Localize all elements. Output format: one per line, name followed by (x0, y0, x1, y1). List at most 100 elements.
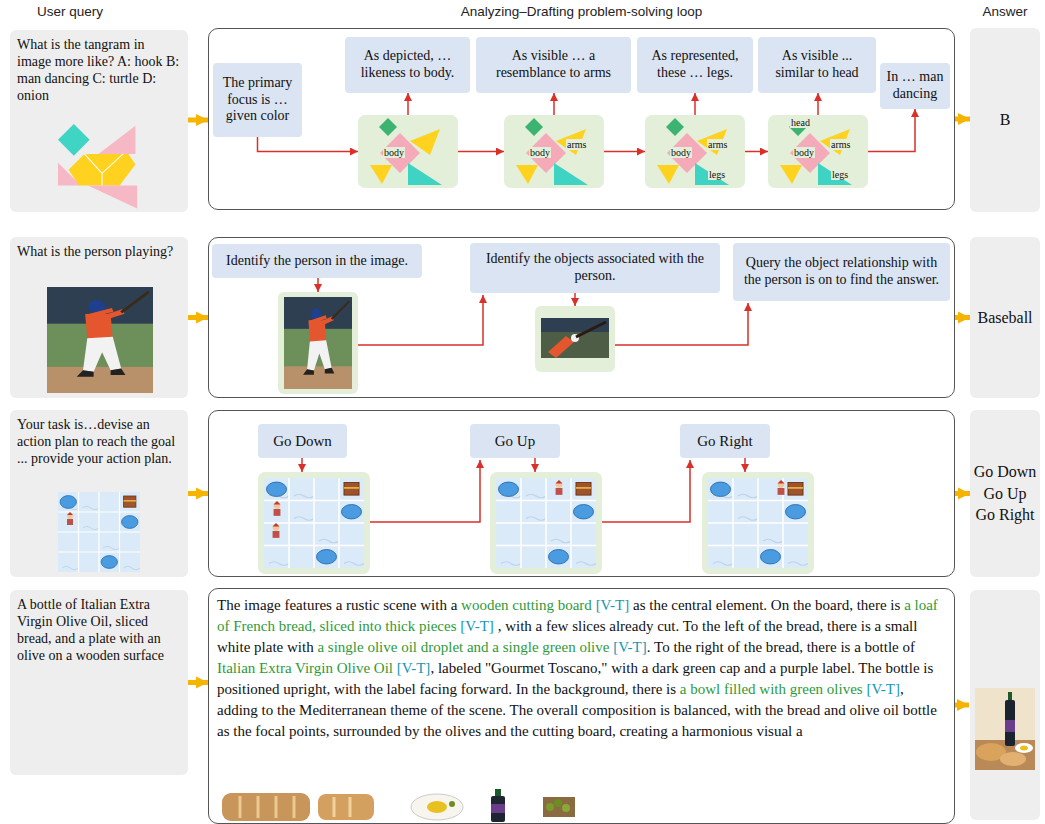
step-box: In … man dancing (880, 63, 950, 109)
image-panel (258, 472, 370, 574)
token-tag: [V-T] (397, 660, 431, 676)
column-header: Answer (965, 3, 1045, 21)
part-label: arms (830, 139, 851, 150)
bottle-crop (491, 789, 505, 822)
flow-arrow (955, 703, 969, 708)
flow-arrow (868, 109, 915, 152)
image-panel (278, 292, 358, 394)
answer-box: B (970, 28, 1040, 212)
step-text: As represented, these … legs. (642, 48, 748, 82)
image-panel (535, 306, 615, 372)
step-text: Identify the person in the image. (226, 253, 408, 270)
token-tag: [V-T] (866, 681, 900, 697)
step-box: As represented, these … legs. (637, 37, 753, 93)
image-panel: body (358, 115, 458, 188)
step-box: As depicted, … likeness to body. (345, 37, 470, 93)
query-box: A bottle of Italian Extra Virgin Olive O… (10, 590, 188, 775)
query-box: What is the tangram in image more like? … (10, 30, 188, 212)
part-label: arms (707, 139, 728, 150)
answer-box (970, 590, 1040, 820)
action-text: Go Down (273, 432, 332, 450)
answer-box: Baseball (970, 237, 1040, 398)
part-label: legs (708, 169, 726, 180)
flow-arrow-main (955, 117, 970, 122)
part-label: legs (831, 169, 849, 180)
agent-icon (273, 523, 280, 538)
token-tag: [V-T] (596, 597, 630, 613)
answer-text: Go Down (974, 461, 1037, 483)
query-box: What is the person playing? (10, 237, 188, 398)
query-text: What is the person playing? (17, 243, 181, 260)
flow-arrow (745, 151, 768, 153)
answer-text: Go Right (975, 504, 1034, 526)
query-text: What is the tangram in image more like? … (17, 36, 181, 104)
step-box: The primary focus is … given color (213, 63, 302, 137)
bat-crop-photo (541, 318, 609, 358)
query-text: Your task is…devise an action plan to re… (17, 416, 181, 467)
grounded-phrase: Italian Extra Virgin Olive Oil (217, 660, 393, 676)
flow-arrow (407, 93, 409, 115)
image-panel: head body arms legs (768, 115, 868, 188)
step-text: As depicted, … likeness to body. (350, 48, 465, 82)
step-text: Query the object relationship with the p… (738, 255, 945, 289)
image-panel (702, 472, 814, 574)
flow-arrow (458, 151, 504, 153)
step-text: As visible ... similar to head (763, 48, 871, 82)
agent-icon (67, 512, 73, 525)
part-label: head (790, 117, 811, 128)
query-text: A bottle of Italian Extra Virgin Olive O… (17, 596, 181, 664)
flow-arrow (602, 460, 690, 522)
answer-text: Baseball (977, 307, 1032, 329)
action-box: Go Right (680, 424, 770, 458)
answer-text: Go Up (983, 483, 1026, 505)
frozen-lake-grid (58, 492, 140, 572)
generated-image (975, 688, 1035, 770)
tangram-step (780, 118, 852, 185)
step-text: In … man dancing (885, 69, 945, 103)
flow-arrow (694, 93, 696, 115)
loop-panel: The primary focus is … given color As dep… (208, 28, 955, 210)
flow-arrow (604, 151, 645, 153)
loop-panel: Identify the person in the image. Identif… (208, 237, 955, 398)
caption-panel: The image features a rustic scene with a… (208, 588, 955, 824)
step-box: As visible … a resemblance to arms (476, 37, 631, 93)
column-header: Analyzing–Drafting problem-solving loop (208, 3, 955, 21)
image-panel (490, 472, 602, 574)
caption-segment: as the central element. On the board, th… (633, 597, 900, 613)
image-panel: bodyarmslegs (645, 115, 745, 188)
grounded-phrase: a single olive oil droplet and a single … (317, 639, 609, 655)
frozen-lake-grid (496, 478, 596, 568)
part-label: body (529, 147, 551, 158)
part-label: body (793, 147, 815, 158)
bread-crop (318, 794, 374, 820)
step-box: Identify the person in the image. (212, 244, 422, 278)
baseball-photo (47, 287, 153, 393)
olives-crop (543, 797, 575, 817)
flow-arrow (553, 93, 555, 115)
part-label: arms (566, 139, 587, 150)
flow-arrow-main (955, 315, 970, 320)
caption-segment: . To the right of the bread, there is a … (647, 639, 915, 655)
action-text: Go Up (495, 432, 535, 450)
token-tag: [V-T] (613, 639, 647, 655)
action-text: Go Right (697, 432, 752, 450)
answer-box: Go DownGo UpGo Right (970, 410, 1040, 577)
flow-arrow-main (188, 491, 208, 496)
agent-icon (778, 480, 785, 495)
baseball-photo (284, 297, 352, 389)
flow-arrow-main (955, 491, 970, 496)
flow-arrow (744, 458, 746, 472)
loop-panel: Go Down Go Up Go Right (208, 410, 955, 577)
column-header: User query (10, 3, 130, 21)
tangram-step (657, 118, 729, 185)
flow-arrow (574, 293, 576, 306)
step-text: Identify the objects associated with the… (475, 251, 715, 285)
bread-crop (222, 793, 310, 821)
grounded-phrase: a bowl filled with green olives (680, 681, 863, 697)
tangram-step (516, 118, 588, 185)
flow-arrow-main (188, 315, 208, 320)
token-tag: [V-T] (460, 618, 494, 634)
tangram-step (370, 118, 442, 185)
step-box: Identify the objects associated with the… (470, 243, 720, 293)
